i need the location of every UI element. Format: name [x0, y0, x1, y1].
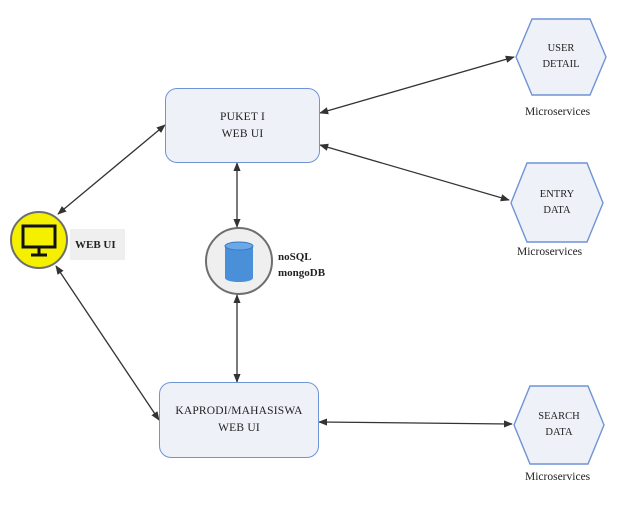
- arrow-kaprodi-search-data: [318, 418, 513, 428]
- arrow-client-puketi: [57, 124, 166, 215]
- search-data-label: SEARCH DATA: [514, 386, 604, 464]
- entry-data-label: ENTRY DATA: [511, 163, 603, 242]
- kaprodi-web-ui-line2: WEB UI: [218, 422, 260, 434]
- puketi-web-ui-line2: WEB UI: [221, 127, 264, 140]
- puketi-web-ui-line1: PUKET I: [220, 110, 265, 123]
- client-web-ui-label: WEB UI: [70, 229, 125, 260]
- arrow-client-kaprodi: [55, 265, 160, 421]
- search-data-caption: Microservices: [525, 471, 591, 483]
- database-line2: mongoDB: [278, 267, 326, 279]
- user-detail-line2: DETAIL: [542, 59, 580, 70]
- search-data-hexagon: [513, 385, 605, 465]
- database-label: noSQL mongoDB: [278, 249, 325, 281]
- entry-data-hexagon: [510, 162, 604, 243]
- user-detail-line1: USER: [547, 43, 575, 54]
- search-data-line2: DATA: [545, 427, 573, 438]
- database-node: [205, 227, 273, 295]
- puketi-web-ui-box: PUKET I WEB UI: [165, 88, 320, 163]
- database-cylinder-icon: [224, 241, 254, 282]
- entry-data-caption: Microservices: [517, 246, 583, 258]
- kaprodi-web-ui-line1: KAPRODI/MAHASISWA: [175, 405, 303, 417]
- search-data-line1: SEARCH: [538, 411, 580, 422]
- database-line1: noSQL: [278, 251, 312, 263]
- monitor-client-node: [10, 211, 68, 269]
- user-detail-hexagon: [515, 18, 607, 96]
- entry-data-line1: ENTRY: [539, 188, 575, 200]
- user-detail-label: USER DETAIL: [516, 19, 606, 95]
- arrow-puketi-entry-data: [319, 143, 510, 202]
- user-detail-caption: Microservices: [525, 106, 591, 118]
- arrow-puketi-user-detail: [319, 55, 515, 115]
- kaprodi-web-ui-box: KAPRODI/MAHASISWA WEB UI: [159, 382, 319, 458]
- entry-data-line2: DATA: [543, 204, 571, 216]
